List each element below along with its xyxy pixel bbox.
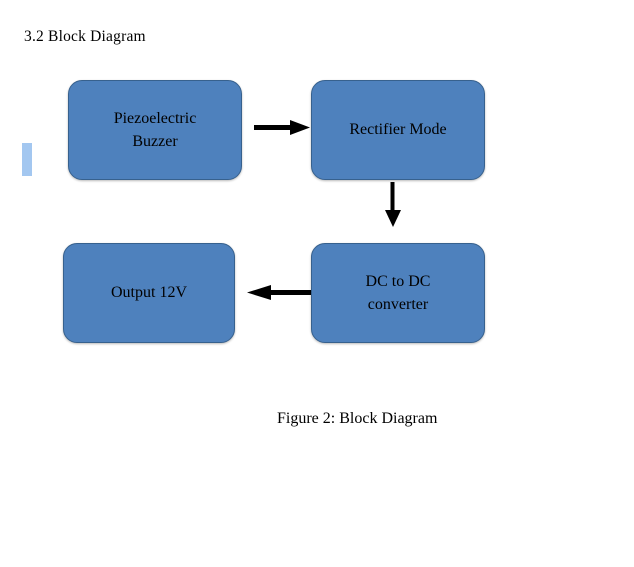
block-label: Piezoelectric Buzzer [106,107,205,153]
arrow-down-icon [385,182,401,227]
text-selection-marker [22,143,32,176]
block-label-line1: DC to DC [365,272,431,290]
block-label: Output 12V [103,281,195,304]
block-output-12v[interactable]: Output 12V [63,243,235,343]
block-label-line1: Rectifier Mode [349,121,447,139]
block-label: Rectifier Mode [341,118,454,141]
figure-caption: Figure 2: Block Diagram [277,410,438,427]
block-label: DC to DC converter [358,270,439,316]
block-piezoelectric-buzzer[interactable]: Piezoelectric Buzzer [68,80,242,180]
page-title: 3.2 Block Diagram [24,28,146,45]
arrow-left-icon [247,285,311,300]
arrow-right-icon [254,120,310,135]
block-rectifier-mode[interactable]: Rectifier Mode [311,80,485,180]
block-label-line1: Output 12V [111,284,187,302]
block-dc-to-dc-converter[interactable]: DC to DC converter [311,243,485,343]
block-label-line2: converter [367,296,429,313]
block-label-line1: Piezoelectric [113,109,197,127]
block-label-line2: Buzzer [132,133,178,150]
